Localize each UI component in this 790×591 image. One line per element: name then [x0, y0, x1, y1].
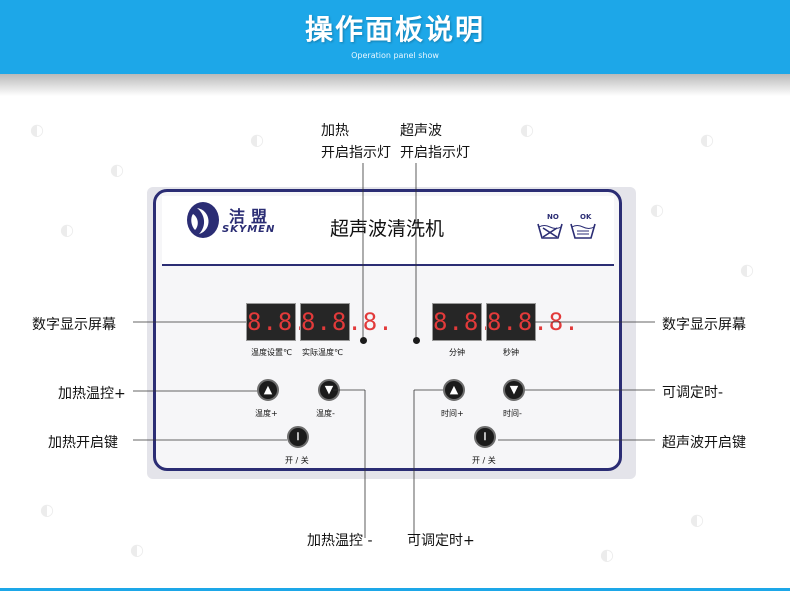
no-wash-icon: [537, 223, 563, 239]
annotation-ultra-on-key: 超声波开启键: [662, 435, 746, 451]
minutes-label: 分钟: [449, 348, 465, 357]
arrow-up-icon: ▲: [449, 383, 459, 396]
watermark-logo-icon: ◐: [60, 220, 74, 239]
header-banner: 操作面板说明 Operation panel show: [0, 0, 790, 74]
time-down-label: 时间-: [503, 409, 522, 418]
brand-name-cn: 洁盟: [229, 207, 274, 226]
annotation-heat-indicator: 加热 开启指示灯: [321, 120, 391, 164]
annotation-ultra-indicator-line2: 开启指示灯: [400, 145, 470, 161]
arrow-down-icon: ▼: [509, 383, 519, 396]
watermark-logo-icon: ◐: [690, 510, 704, 529]
ok-label: OK: [580, 213, 592, 221]
temp-up-label: 温度+: [255, 409, 278, 418]
temp-down-label: 温度-: [316, 409, 335, 418]
ok-wash-icon: [570, 223, 596, 239]
watermark-logo-icon: ◐: [600, 545, 614, 564]
annotation-heat-indicator-line2: 开启指示灯: [321, 145, 391, 161]
time-up-button[interactable]: ▲: [443, 379, 465, 401]
seconds-label: 秒钟: [503, 348, 519, 357]
temp-set-label: 温度设置℃: [251, 348, 292, 357]
annotation-ultra-indicator: 超声波 开启指示灯: [400, 120, 470, 164]
watermark-logo-icon: ◐: [700, 130, 714, 149]
panel-header: [162, 196, 614, 266]
watermark-logo-icon: ◐: [110, 160, 124, 179]
temp-actual-label: 实际温度℃: [302, 348, 343, 357]
watermark-logo-icon: ◐: [130, 540, 144, 559]
no-label: NO: [547, 213, 559, 221]
footer-line: [0, 588, 790, 591]
watermark-logo-icon: ◐: [740, 260, 754, 279]
temp-up-button[interactable]: ▲: [257, 379, 279, 401]
ultrasonic-power-label: 开 / 关: [472, 456, 496, 465]
annotation-ultra-indicator-line1: 超声波: [400, 123, 442, 139]
watermark-logo-icon: ◐: [520, 120, 534, 139]
annotation-heat-on-key: 加热开启键: [48, 435, 118, 451]
annotation-right-display: 数字显示屏幕: [662, 317, 746, 333]
heat-power-label: 开 / 关: [285, 456, 309, 465]
banner-shadow: [0, 74, 790, 96]
brand-logo-icon: [187, 202, 219, 238]
annotation-heat-temp-down: 加热温控 -: [307, 533, 373, 549]
time-down-button[interactable]: ▼: [503, 379, 525, 401]
power-icon: ⏽: [293, 430, 303, 443]
watermark-logo-icon: ◐: [250, 130, 264, 149]
time-up-label: 时间+: [441, 409, 464, 418]
power-icon: ⏽: [480, 430, 490, 443]
ultrasonic-indicator-light: [413, 337, 420, 344]
annotation-time-up: 可调定时+: [407, 533, 475, 549]
arrow-down-icon: ▼: [324, 383, 334, 396]
device-name: 超声波清洗机: [330, 218, 445, 240]
watermark-logo-icon: ◐: [40, 500, 54, 519]
page-subtitle: Operation panel show: [351, 51, 439, 60]
heat-power-button[interactable]: ⏽: [287, 426, 309, 448]
heat-indicator-light: [360, 337, 367, 344]
annotation-left-display: 数字显示屏幕: [32, 317, 116, 333]
ultrasonic-power-button[interactable]: ⏽: [474, 426, 496, 448]
page-title: 操作面板说明: [304, 13, 485, 46]
annotation-heat-indicator-line1: 加热: [321, 123, 349, 139]
watermark-logo-icon: ◐: [650, 200, 664, 219]
brand-name-en: SKYMEN: [222, 224, 276, 235]
annotation-time-down: 可调定时-: [662, 385, 724, 401]
watermark-logo-icon: ◐: [30, 120, 44, 139]
arrow-up-icon: ▲: [263, 383, 273, 396]
annotation-heat-temp-up: 加热温控+: [58, 386, 126, 402]
